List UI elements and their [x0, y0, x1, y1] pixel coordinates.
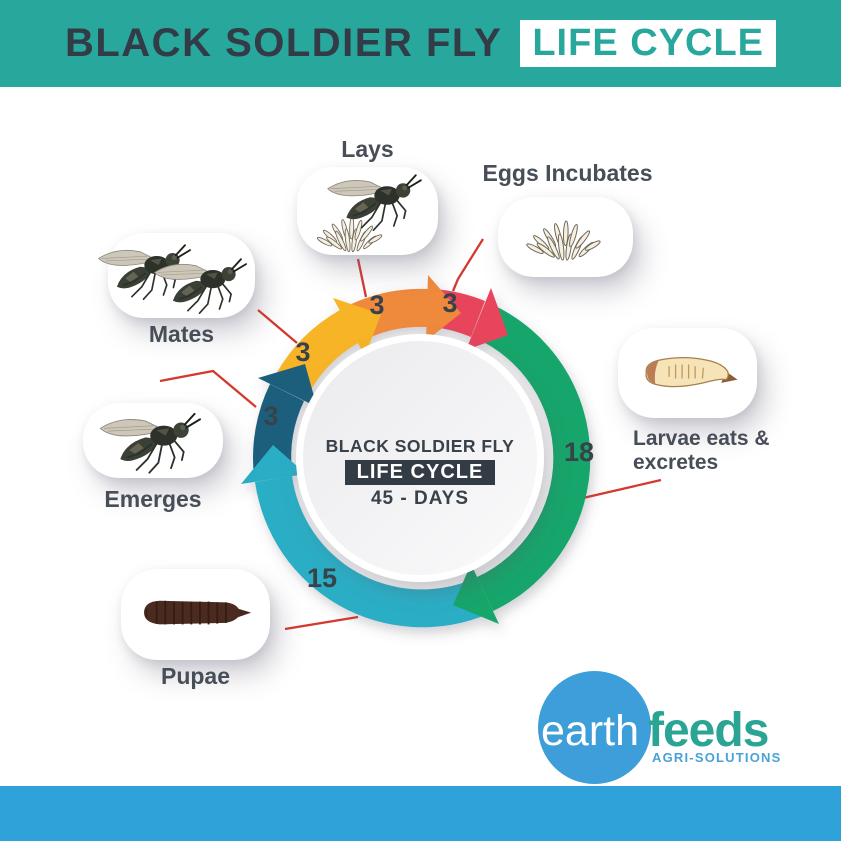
center-circle: [303, 341, 537, 575]
header-bar: BLACK SOLDIER FLY LIFE CYCLE: [0, 0, 841, 87]
lays-label: Lays: [341, 136, 394, 162]
leader-lines: [159, 238, 662, 631]
center-badge: LIFE CYCLE: [344, 460, 496, 485]
leader-line-mates: [257, 309, 298, 344]
arrowhead-pupae: [241, 445, 306, 484]
eggs-illustration: [525, 220, 602, 261]
larva-illustration: [645, 357, 739, 388]
larvae-card: [618, 328, 757, 418]
days-pupae: 15: [307, 563, 337, 593]
emerges-label: Emerges: [104, 486, 202, 512]
leader-line-larvae: [582, 478, 662, 500]
arrowhead-emerges: [258, 364, 317, 407]
logo-word-feeds: feeds: [648, 704, 769, 757]
mates-flies-illustration: [97, 244, 247, 315]
arrowhead-mates: [333, 298, 381, 356]
stage-day-numbers: 3 3 3 18 15 3: [263, 288, 594, 593]
logo-tagline: AGRI-SOLUTIONS: [652, 750, 782, 765]
arrowhead-eggs: [466, 288, 508, 350]
pupa-illustration: [143, 599, 253, 626]
page-title: BLACK SOLDIER FLY: [64, 21, 503, 65]
page-title-badge: LIFE CYCLE: [520, 20, 777, 67]
leader-line-pupae: [284, 615, 359, 631]
days-mates: 3: [295, 337, 310, 367]
arrowhead-larvae: [453, 564, 499, 624]
mates-card: [97, 233, 255, 318]
eggs-label: Eggs Incubates: [482, 160, 653, 186]
arc-pupae: [255, 476, 488, 628]
cycle-ring: [241, 275, 591, 628]
leader-line-eggs: [451, 238, 484, 292]
emerges-fly-illustration: [99, 412, 202, 474]
arc-emerges: [253, 384, 304, 476]
pupae-card: [121, 569, 270, 660]
arrowhead-lays: [426, 275, 461, 341]
days-lays: 3: [369, 290, 384, 320]
larvae-label: Larvae eats & excretes: [633, 427, 770, 475]
mates-label: Mates: [148, 321, 215, 347]
lays-fly-illustration: [316, 174, 422, 253]
arc-larvae: [475, 304, 591, 611]
footer-bar: [0, 786, 841, 841]
logo-circle: [538, 671, 651, 784]
logo-word-earth: earth: [541, 707, 640, 755]
days-emerges: 3: [263, 401, 278, 431]
eggs-card: [498, 197, 633, 277]
emerges-card: [83, 403, 223, 478]
center-duration: 45 - DAYS: [370, 488, 470, 509]
center-text-block: BLACK SOLDIER FLY LIFE CYCLE 45 - DAYS: [300, 436, 540, 510]
lays-card: [297, 167, 438, 255]
earthfeeds-logo: earth feeds AGRI-SOLUTIONS: [538, 670, 798, 786]
leader-line-lays: [356, 258, 368, 298]
leader-line-emerges: [159, 369, 257, 408]
pupae-label: Pupae: [160, 663, 231, 689]
center-title: BLACK SOLDIER FLY: [325, 436, 515, 456]
days-eggs: 3: [442, 288, 457, 318]
days-larvae: 18: [564, 437, 594, 467]
